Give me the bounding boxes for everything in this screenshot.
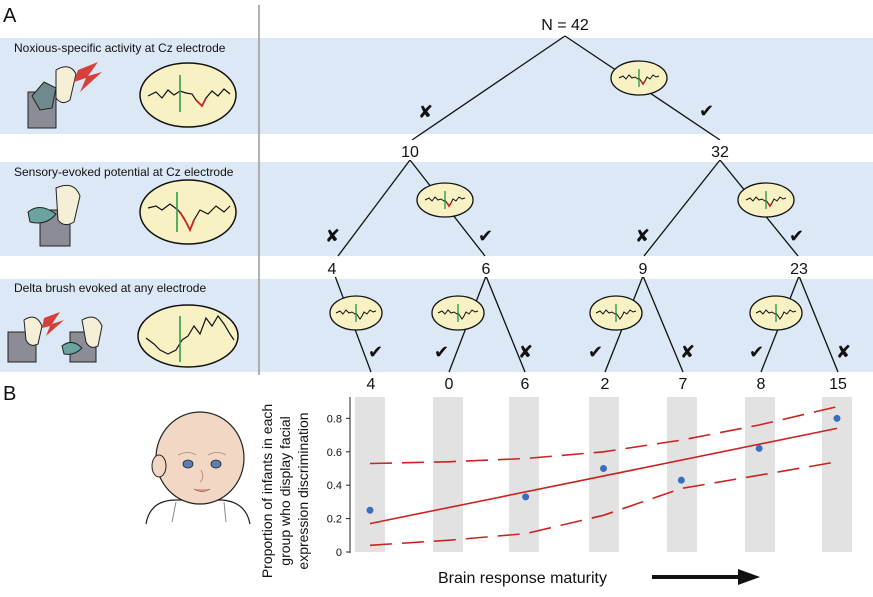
leaf-count: 15 xyxy=(829,376,847,393)
leaf-count: 8 xyxy=(757,376,766,393)
eeg-trace-icon xyxy=(139,179,237,245)
tree-count: 4 xyxy=(328,261,337,278)
y-tick-label: 0.6 xyxy=(327,447,342,459)
panel-a-label: A xyxy=(3,5,17,27)
tree-count: 23 xyxy=(790,261,808,278)
check-mark-icon: ✔ xyxy=(749,342,764,363)
tree-count: 10 xyxy=(401,144,419,161)
y-axis-label-line-2: group who display facial xyxy=(277,416,293,565)
data-point xyxy=(833,414,841,422)
fit-line xyxy=(369,427,838,525)
tree-eeg-node xyxy=(589,295,643,331)
check-mark-icon: ✔ xyxy=(434,342,449,363)
cross-mark-icon: ✘ xyxy=(418,102,433,123)
row-label-2: Sensory-evoked potential at Cz electrode xyxy=(14,165,234,179)
y-axis-label-line-3: expression discrimination xyxy=(295,412,311,569)
tree-marks: ✘ ✔ ✘ ✔ ✘ ✔ ✔ ✔ ✘ ✔ ✘ ✔ ✘ xyxy=(325,101,851,363)
cross-mark-icon: ✘ xyxy=(518,342,533,363)
group-column xyxy=(667,397,697,552)
foot-touch-icon xyxy=(27,184,81,247)
group-column xyxy=(822,397,852,552)
group-column xyxy=(509,397,539,552)
data-point xyxy=(600,464,607,472)
leaf-count: 0 xyxy=(445,376,454,393)
data-point xyxy=(677,476,685,484)
ci-lower-line xyxy=(369,461,838,547)
data-point xyxy=(366,506,374,514)
leaf-count: 4 xyxy=(367,376,376,393)
leaf-count: 2 xyxy=(601,376,610,393)
leaf-count: 6 xyxy=(521,376,530,393)
row-label-3: Delta brush evoked at any electrode xyxy=(14,281,206,295)
cross-mark-icon: ✘ xyxy=(635,226,650,247)
row-label-1: Noxious-specific activity at Cz electrod… xyxy=(14,41,226,55)
cross-mark-icon: ✘ xyxy=(680,342,695,363)
infant-face-icon xyxy=(145,411,251,525)
group-column xyxy=(433,397,463,552)
check-mark-icon: ✔ xyxy=(588,342,603,363)
arrow-head-icon xyxy=(738,569,760,585)
y-tick-label: 0.8 xyxy=(327,413,342,425)
check-mark-icon: ✔ xyxy=(699,101,714,122)
tree-eeg-node xyxy=(416,182,474,218)
tree-count: 6 xyxy=(482,261,491,278)
panel-b-label: B xyxy=(3,383,16,405)
ci-upper-line xyxy=(369,405,838,465)
data-point xyxy=(755,444,763,452)
foot-stimulus-icon xyxy=(27,62,102,129)
tree-count: 9 xyxy=(639,261,648,278)
tree-eeg-node xyxy=(737,182,795,218)
tree-eeg-node xyxy=(749,295,803,331)
foot-stimuli-icon xyxy=(7,312,103,363)
check-mark-icon: ✔ xyxy=(789,226,804,247)
y-axis-label-line-1: Proportion of infants in each xyxy=(259,404,275,578)
data-point xyxy=(522,493,530,501)
y-tick-label: 0.4 xyxy=(327,480,342,492)
group-column xyxy=(355,397,385,552)
cross-mark-icon: ✘ xyxy=(836,342,851,363)
eeg-trace-icon xyxy=(139,62,237,128)
tree-eeg-node xyxy=(610,60,668,96)
tree-eeg-node xyxy=(431,295,485,331)
cross-mark-icon: ✘ xyxy=(325,226,340,247)
check-mark-icon: ✔ xyxy=(368,342,383,363)
tree-root-count: N = 42 xyxy=(541,17,589,34)
chart-area: 0 0.2 0.4 0.6 0.8 xyxy=(327,397,852,559)
leaf-count: 7 xyxy=(679,376,688,393)
x-axis-label: Brain response maturity xyxy=(438,570,607,587)
y-tick-label: 0 xyxy=(336,547,342,559)
check-mark-icon: ✔ xyxy=(478,226,493,247)
eeg-trace-icon xyxy=(137,304,239,368)
tree-count: 32 xyxy=(711,144,729,161)
y-tick-label: 0.2 xyxy=(327,514,342,526)
tree-eeg-node xyxy=(329,295,383,331)
